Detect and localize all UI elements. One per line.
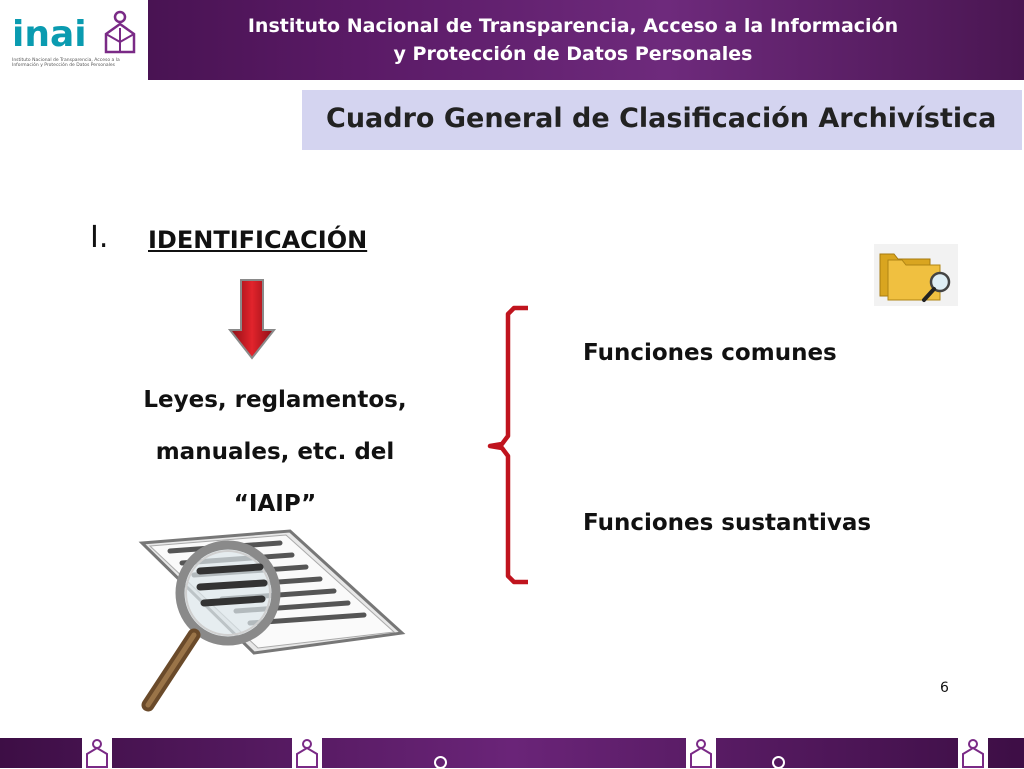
section-number: I. <box>90 220 109 255</box>
header-bar <box>0 0 1024 80</box>
inai-person-icon <box>686 738 716 768</box>
inai-person-icon <box>958 738 988 768</box>
inai-person-icon <box>104 10 136 54</box>
down-arrow-icon <box>228 279 276 360</box>
header-title-line1: Instituto Nacional de Transparencia, Acc… <box>247 15 899 37</box>
function-common: Funciones comunes <box>583 340 837 366</box>
subtitle-banner <box>302 90 1022 150</box>
inai-person-icon <box>292 738 322 768</box>
logo-text: inai <box>12 14 87 55</box>
laws-line1: Leyes, reglamentos, <box>143 387 407 413</box>
function-substantive: Funciones sustantivas <box>583 510 872 536</box>
footer-dot <box>434 756 447 769</box>
laws-line3: “IAIP” <box>233 491 317 517</box>
bracket-icon <box>487 305 528 585</box>
document-magnifier-icon <box>138 529 406 712</box>
section-title: IDENTIFICACIÓN <box>148 226 368 254</box>
header-title-line2: y Protección de Datos Personales <box>393 43 753 65</box>
slide-subtitle: Cuadro General de Clasificación Archivís… <box>326 103 997 134</box>
logo-subtitle: Instituto Nacional de Transparencia, Acc… <box>12 58 120 68</box>
footer-bar <box>0 738 1024 768</box>
folder-search-icon <box>874 244 958 306</box>
page-number: 6 <box>940 680 949 696</box>
inai-logo: inai Instituto Nacional de Transparencia… <box>0 0 148 80</box>
laws-line2: manuales, etc. del <box>155 439 395 465</box>
footer-dot <box>772 756 785 769</box>
laws-text: Leyes, reglamentos, manuales, etc. del “… <box>120 374 430 530</box>
header-title: Instituto Nacional de Transparencia, Acc… <box>148 12 998 68</box>
inai-person-icon <box>82 738 112 768</box>
